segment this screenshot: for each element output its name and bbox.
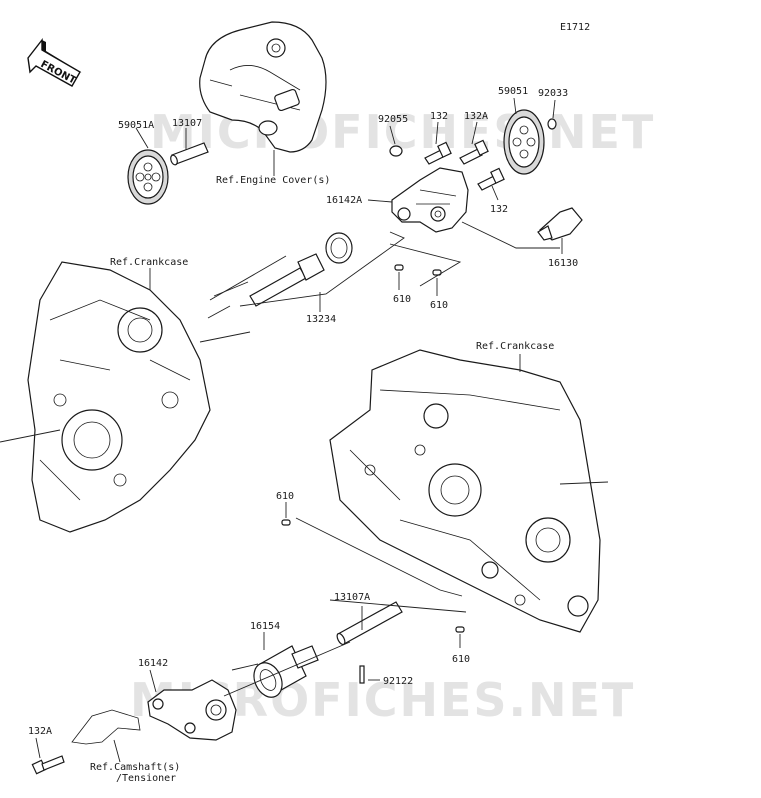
label-16130: 16130	[548, 258, 578, 269]
crankcase-left	[27, 261, 211, 533]
dowel-610-b	[432, 269, 442, 276]
oil-pump-16142A	[391, 167, 469, 233]
relief-valve-16130	[537, 207, 583, 241]
label-132A-top: 132A	[464, 111, 488, 122]
label-13107: 13107	[172, 118, 202, 129]
label-13107A: 13107A	[334, 592, 370, 603]
label-crankcase-left: Ref.Crankcase	[110, 257, 188, 268]
label-132-mid: 132	[490, 204, 508, 215]
label-camshaft-ref: Ref.Camshaft(s)	[90, 762, 180, 773]
label-13234: 13234	[306, 314, 336, 325]
dowel-610-d	[455, 626, 465, 633]
label-610-d: 610	[452, 654, 470, 665]
shaft-13234	[249, 232, 353, 307]
rotor-16154	[253, 645, 319, 698]
label-16142: 16142	[138, 658, 168, 669]
bolt-132A-bottom	[31, 755, 65, 775]
camshaft-bracket	[71, 709, 141, 745]
washer-92055	[389, 145, 403, 157]
front-arrow-icon: FRONT	[27, 37, 82, 87]
pin-92122	[359, 665, 365, 684]
crankcase-right	[329, 349, 601, 633]
gear-59051	[503, 109, 545, 175]
label-610-a: 610	[393, 294, 411, 305]
washer-92033	[547, 118, 557, 130]
label-crankcase-right: Ref.Crankcase	[476, 341, 554, 352]
figure-id: E1712	[560, 22, 590, 33]
label-16154: 16154	[250, 621, 280, 632]
label-610-c: 610	[276, 491, 294, 502]
label-engine-cover: Ref.Engine Cover(s)	[216, 175, 330, 186]
shaft-13107A	[336, 601, 403, 646]
dowel-610-c	[281, 519, 291, 526]
label-59051: 59051	[498, 86, 528, 97]
bolt-132-top	[424, 141, 452, 165]
label-132-top: 132	[430, 111, 448, 122]
pin-13107	[170, 142, 209, 166]
pump-body-16142	[147, 679, 237, 741]
bolt-132A-top	[459, 139, 489, 165]
bolt-132-mid	[477, 167, 505, 191]
label-132A-bottom: 132A	[28, 726, 52, 737]
label-92033: 92033	[538, 88, 568, 99]
label-16142A: 16142A	[326, 195, 362, 206]
label-59051A: 59051A	[118, 120, 154, 131]
label-92055: 92055	[378, 114, 408, 125]
leader-lines	[0, 97, 609, 763]
label-tensioner-ref: /Tensioner	[116, 773, 176, 784]
label-610-b: 610	[430, 300, 448, 311]
gear-59051A	[127, 149, 169, 205]
label-92122: 92122	[383, 676, 413, 687]
dowel-610-a	[394, 264, 404, 271]
engine-cover	[199, 21, 327, 153]
